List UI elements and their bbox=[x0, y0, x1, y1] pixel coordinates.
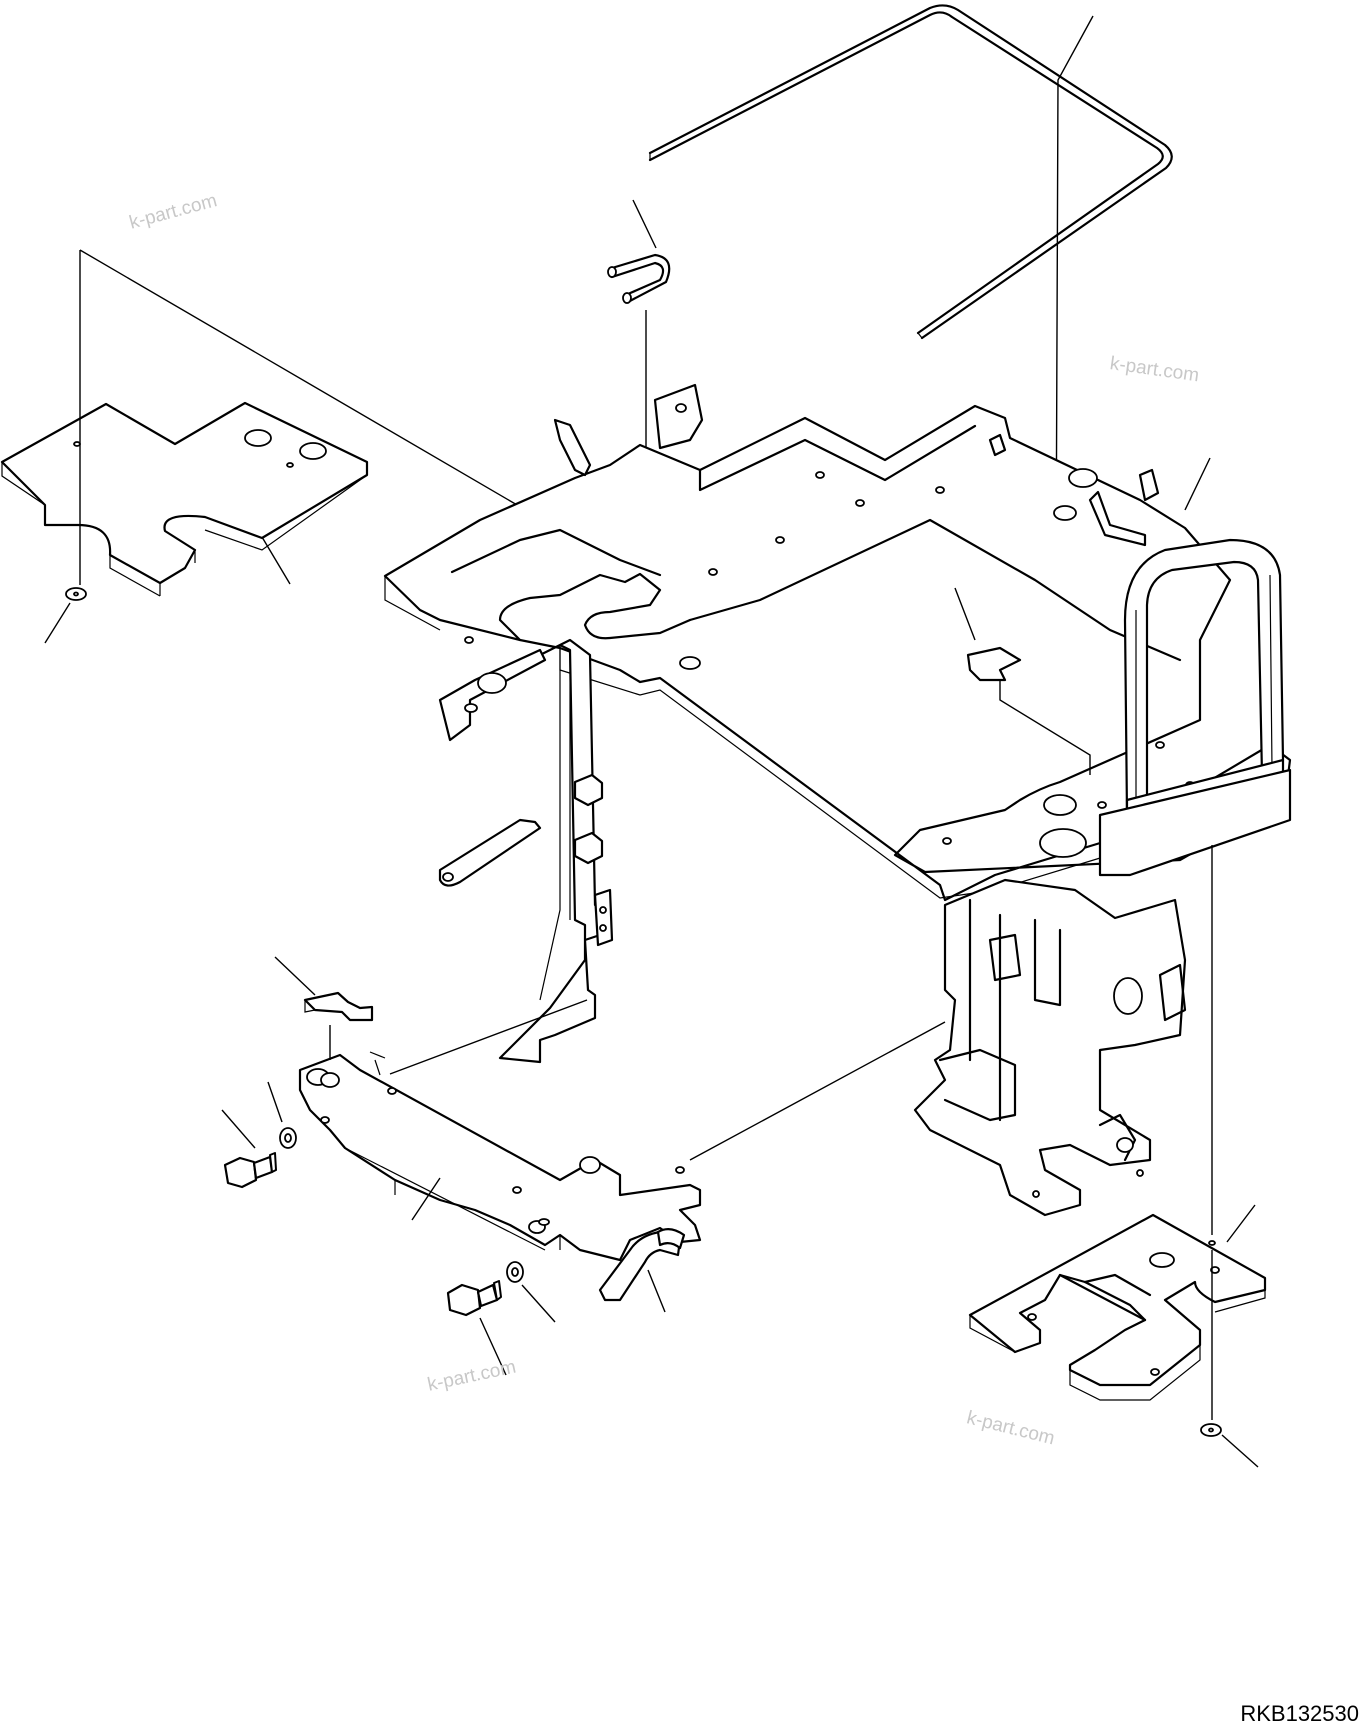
leader-line bbox=[274, 956, 331, 1060]
leader-line bbox=[267, 1081, 283, 1123]
leader-line bbox=[389, 999, 946, 1221]
leader-line bbox=[479, 1317, 507, 1376]
leader-line bbox=[221, 1109, 256, 1149]
floor-plate-left bbox=[0, 401, 369, 597]
bolt bbox=[223, 1152, 277, 1189]
battery-frame bbox=[383, 383, 1292, 1217]
grab-handle bbox=[1098, 538, 1292, 877]
washer bbox=[506, 1261, 524, 1283]
washer bbox=[65, 587, 87, 601]
wire-guard bbox=[648, 4, 1173, 340]
cable-clamp bbox=[303, 991, 374, 1022]
leader-line bbox=[1221, 1434, 1259, 1468]
leader-line bbox=[1211, 845, 1256, 1420]
leader-line bbox=[1055, 15, 1094, 584]
leader-line bbox=[1184, 457, 1211, 511]
leader-line bbox=[521, 1284, 556, 1323]
hose-clamp bbox=[598, 1228, 686, 1302]
leader-line bbox=[954, 587, 1091, 775]
u-clip bbox=[607, 253, 671, 304]
floor-plate-right bbox=[968, 1213, 1267, 1401]
drawing-code: RKB132530 bbox=[1240, 1701, 1359, 1726]
bolt bbox=[446, 1280, 502, 1317]
leader-line bbox=[44, 602, 71, 644]
washer bbox=[1200, 1423, 1222, 1437]
lower-bracket bbox=[298, 1051, 702, 1262]
washer bbox=[279, 1127, 297, 1149]
leader-line bbox=[647, 1269, 666, 1313]
